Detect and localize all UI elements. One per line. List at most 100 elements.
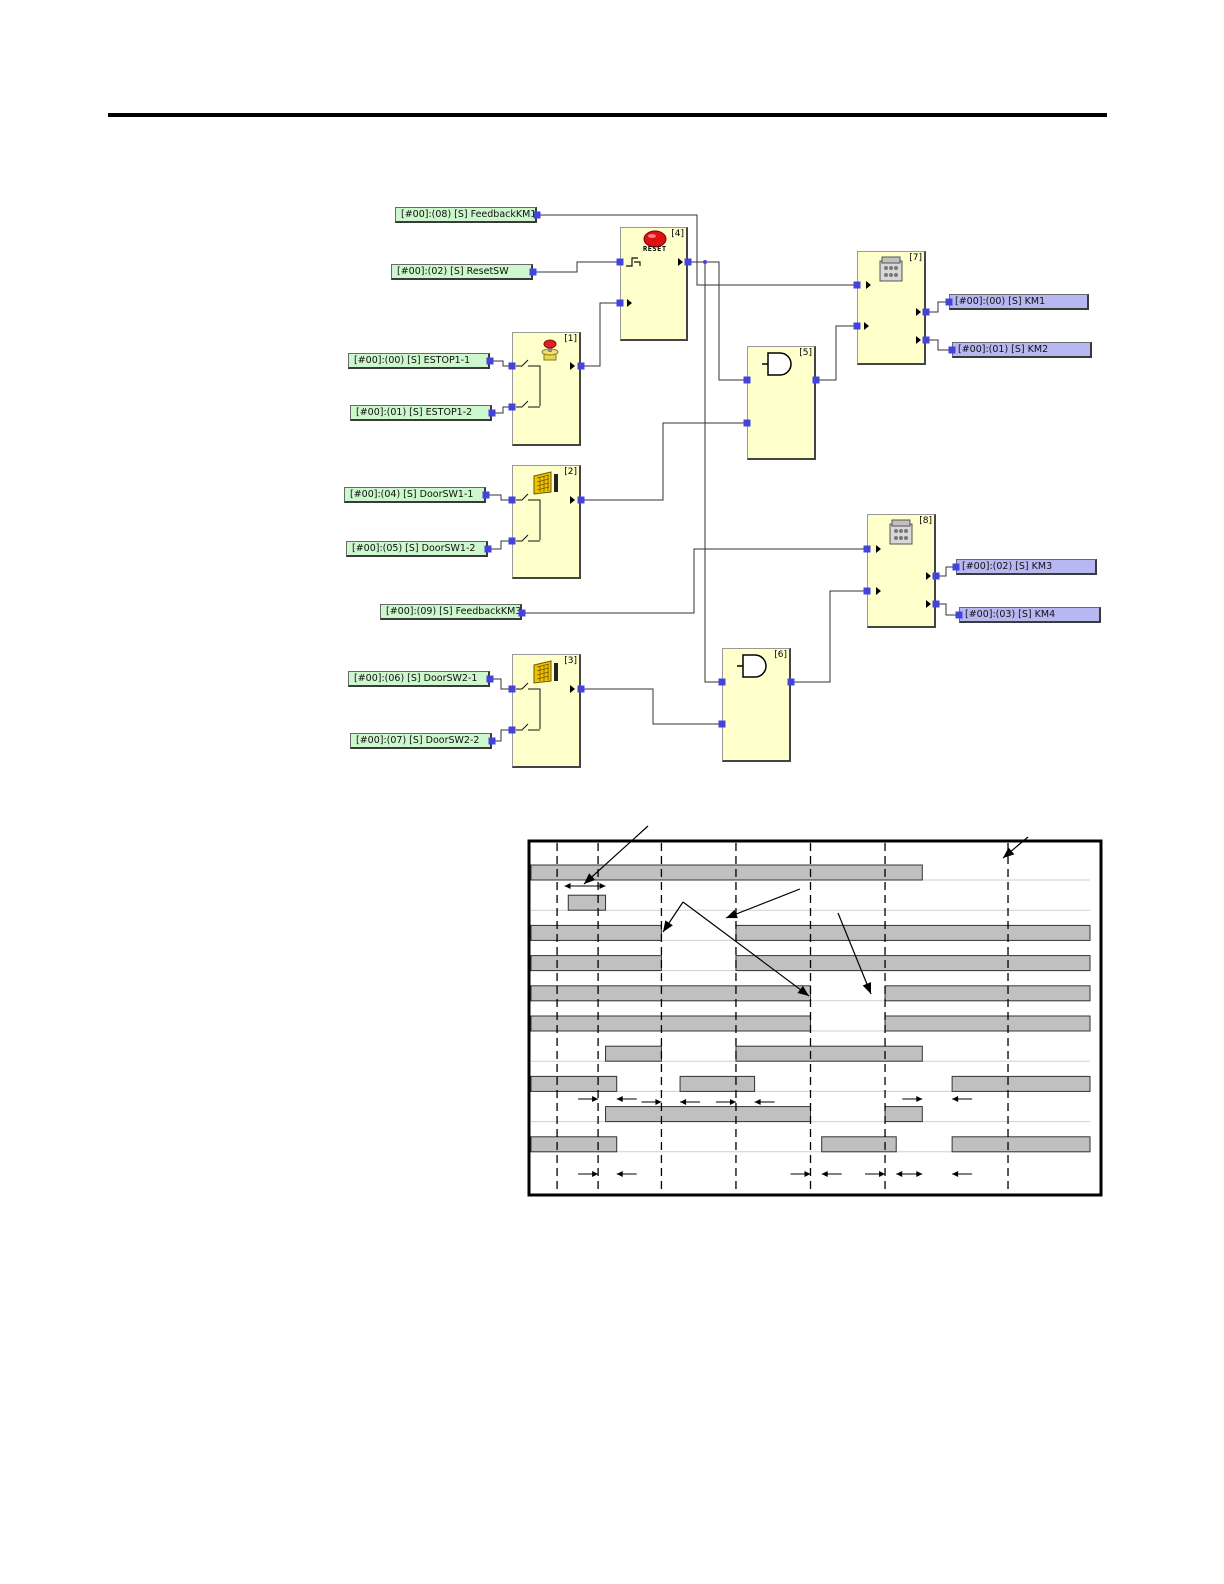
and1-block[interactable]: [5] — [747, 346, 816, 460]
timing-bar — [530, 985, 811, 1002]
connection-port — [948, 346, 956, 354]
connection-port — [577, 496, 585, 504]
wire — [581, 422, 747, 501]
dimension-arrow-head — [616, 1096, 623, 1102]
dimension-arrow-head — [729, 1099, 736, 1105]
pin-triangle — [864, 322, 869, 330]
emergency-stop-icon — [541, 339, 559, 361]
dimension-arrow-head — [680, 1099, 687, 1105]
connection-port — [743, 376, 751, 384]
connection-port — [508, 685, 516, 693]
connection-port — [945, 298, 953, 306]
connection-port — [518, 609, 526, 617]
and-gate-icon — [737, 654, 767, 678]
input-tag-doorsw2-1[interactable]: [#00]:(06) [S] DoorSW2-1 — [348, 671, 490, 687]
connection-port — [508, 496, 516, 504]
timing-chart-frame — [527, 839, 1103, 1197]
dimension-arrow-head — [592, 1171, 599, 1177]
safety-door-icon — [533, 660, 558, 684]
connection-port — [932, 600, 940, 608]
dimension-arrow-head — [754, 1099, 761, 1105]
wire — [936, 603, 959, 616]
estop-block[interactable]: [1] — [512, 332, 581, 446]
and2-block[interactable]: [6] — [722, 648, 791, 762]
dimension-arrow-head — [952, 1171, 959, 1177]
reset-label: RESET — [643, 245, 667, 253]
timing-bar — [530, 1015, 811, 1032]
connection-port — [616, 299, 624, 307]
wire — [522, 548, 867, 614]
reset-button-icon — [643, 230, 667, 248]
edm2-block[interactable]: [8] — [867, 514, 936, 628]
wire — [492, 406, 512, 414]
output-tag-km3[interactable]: [#00]:(02) [S] KM3 — [956, 559, 1097, 575]
timing-bar — [735, 955, 1091, 972]
wire — [704, 262, 722, 683]
wire — [936, 566, 956, 577]
timing-bar — [679, 1075, 756, 1092]
pin-triangle — [570, 496, 575, 504]
and-gate-icon — [762, 352, 792, 376]
connection-port — [488, 737, 496, 745]
callout-arrow-head — [726, 909, 738, 919]
callout-arrow-head — [797, 985, 809, 996]
connection-port — [508, 403, 516, 411]
pin-triangle — [916, 336, 921, 344]
connection-port — [488, 409, 496, 417]
connection-port — [863, 587, 871, 595]
pin-triangle — [678, 258, 683, 266]
wire — [533, 261, 620, 273]
connection-port — [718, 678, 726, 686]
wire — [492, 729, 512, 742]
connection-port — [508, 726, 516, 734]
header-rule — [108, 113, 1107, 117]
connection-port — [787, 678, 795, 686]
connection-port — [484, 545, 492, 553]
callout-arrow-line — [837, 912, 872, 995]
pin-triangle — [570, 362, 575, 370]
wire — [926, 339, 952, 351]
wire — [490, 678, 512, 690]
pin-triangle — [876, 545, 881, 553]
reset-block[interactable]: [4] RESET — [620, 227, 688, 341]
contactor-icon — [879, 256, 903, 282]
dimension-arrow-head — [592, 1096, 599, 1102]
connection-port — [533, 211, 541, 219]
callout-arrow-line — [725, 888, 801, 919]
timing-bar — [735, 924, 1091, 941]
timing-bar — [530, 864, 923, 881]
connection-port — [952, 563, 960, 571]
connection-port — [863, 545, 871, 553]
connection-port — [922, 336, 930, 344]
switch-contact-symbol — [516, 682, 541, 731]
edm1-block[interactable]: [7] — [857, 251, 926, 365]
timing-bar — [530, 955, 662, 972]
connection-port — [743, 419, 751, 427]
safety-door-icon — [533, 471, 558, 495]
dimension-arrow-head — [879, 1171, 886, 1177]
block-number: [5] — [799, 348, 812, 358]
wire — [488, 540, 512, 550]
pin-triangle — [926, 600, 931, 608]
wire — [537, 214, 857, 286]
output-tag-km1[interactable]: [#00]:(00) [S] KM1 — [949, 294, 1089, 310]
input-tag-doorsw1-1[interactable]: [#00]:(04) [S] DoorSW1-1 — [344, 487, 486, 503]
connection-port — [508, 537, 516, 545]
block-number: [1] — [564, 334, 577, 344]
timing-bar — [530, 1136, 618, 1153]
contactor-icon — [889, 519, 913, 545]
wire — [486, 494, 512, 501]
dimension-arrow-head — [804, 1171, 811, 1177]
input-tag-estop1-1[interactable]: [#00]:(00) [S] ESTOP1-1 — [348, 353, 490, 369]
door1-block[interactable]: [2] — [512, 465, 581, 579]
door2-block[interactable]: [3] — [512, 654, 581, 768]
timing-bar — [821, 1136, 897, 1153]
timing-bar — [951, 1136, 1091, 1153]
rising-edge-symbol — [626, 257, 641, 267]
pin-triangle — [916, 308, 921, 316]
pin-triangle — [876, 587, 881, 595]
callout-arrow-head — [584, 873, 596, 884]
connection-port — [922, 308, 930, 316]
input-tag-feedback-km34[interactable]: [#00]:(09) [S] FeedbackKM34 — [380, 604, 522, 620]
